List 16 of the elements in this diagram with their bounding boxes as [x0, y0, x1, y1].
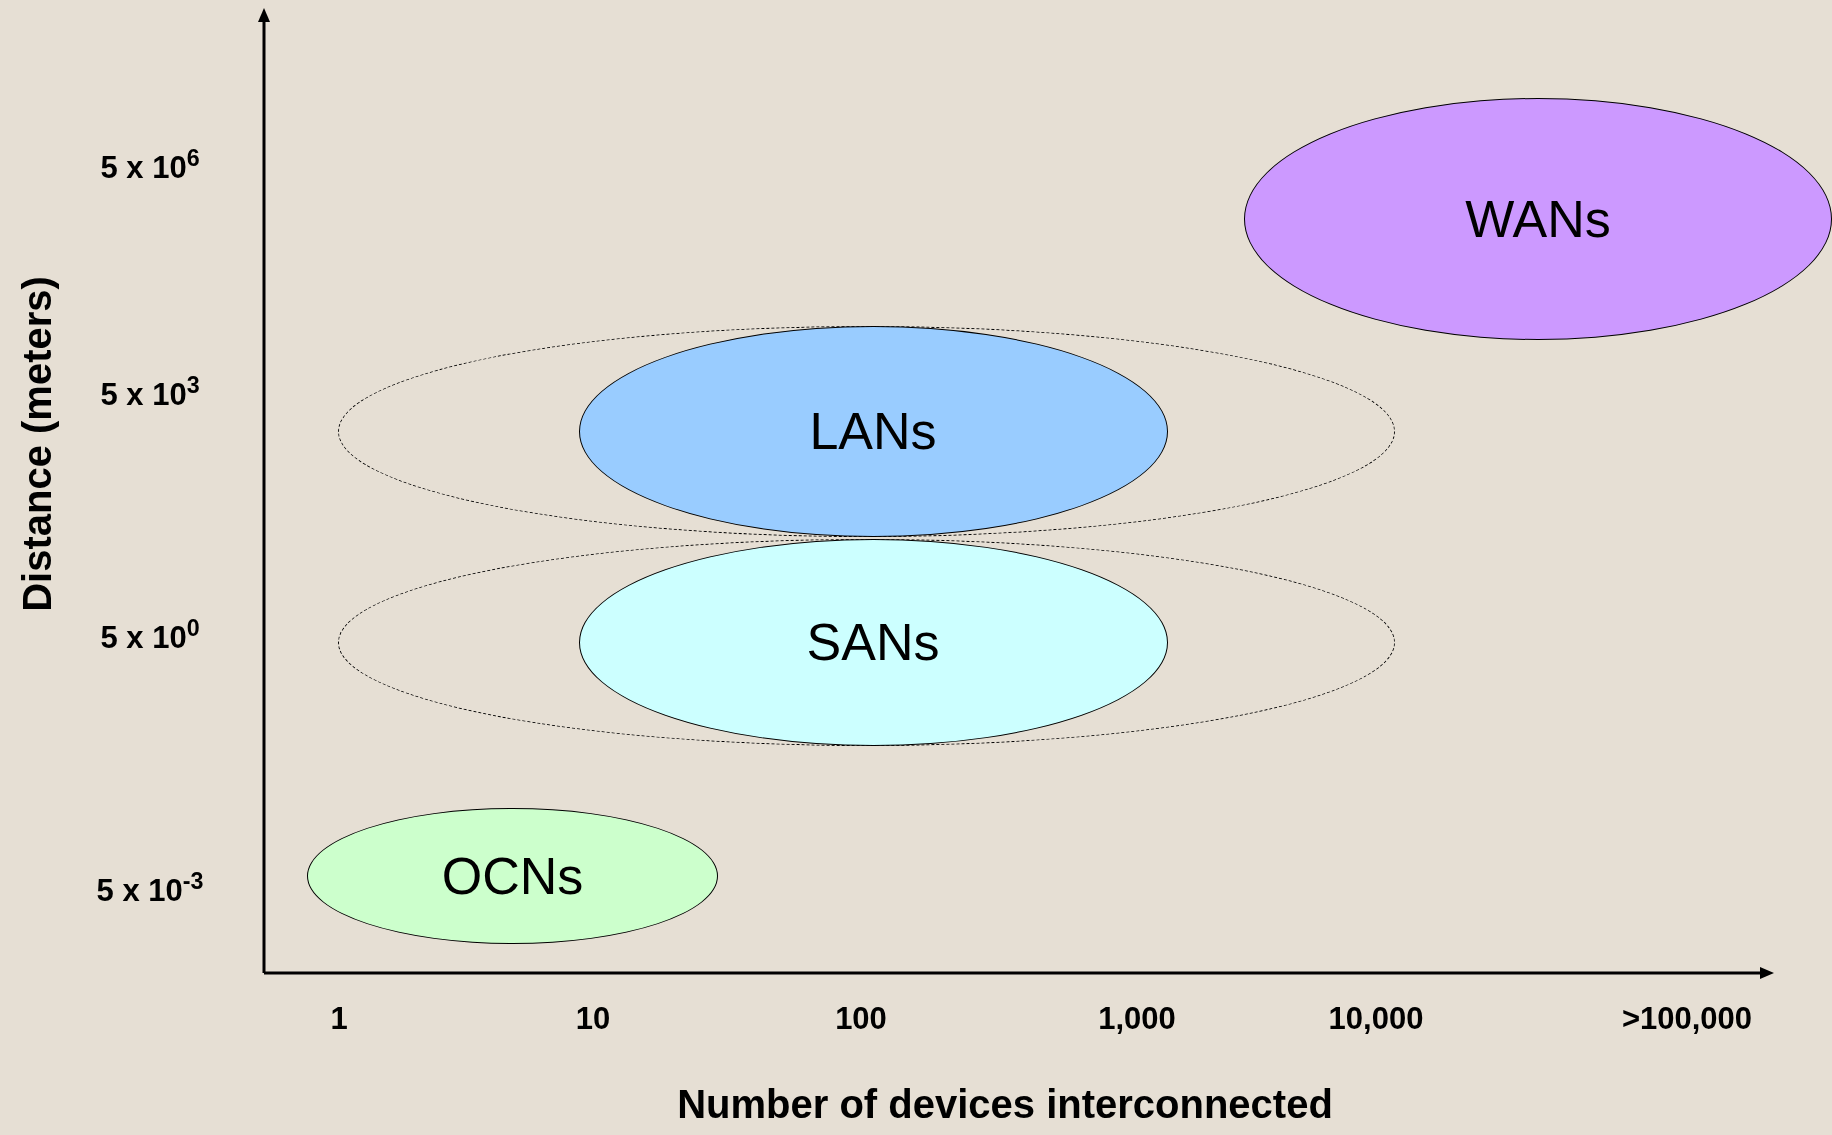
x-tick-label: 10	[575, 1002, 611, 1034]
x-tick-label: 10,000	[1328, 1002, 1424, 1034]
x-axis-title: Number of devices interconnected	[677, 1084, 1333, 1124]
network-type-label: LANs	[809, 405, 937, 457]
y-tick-label: 5 x 10$^{0}$	[100, 621, 200, 653]
y-axis-title: Distance (meters)	[17, 276, 57, 612]
network-type-label: OCNs	[441, 850, 584, 902]
x-tick-label: 1	[330, 1002, 348, 1034]
x-tick-label: 1,000	[1098, 1002, 1176, 1034]
y-tick-label: 5 x 10$^{3}$	[100, 378, 200, 410]
network-type-label: SANs	[806, 616, 940, 668]
network-type-label: WANs	[1465, 193, 1611, 245]
x-tick-label: >100,000	[1621, 1002, 1753, 1034]
y-tick-label: 5 x 10$^{6}$	[100, 151, 200, 183]
x-tick-label: 100	[835, 1002, 887, 1034]
y-tick-label: 5 x 10$^{-3}$	[96, 874, 204, 906]
